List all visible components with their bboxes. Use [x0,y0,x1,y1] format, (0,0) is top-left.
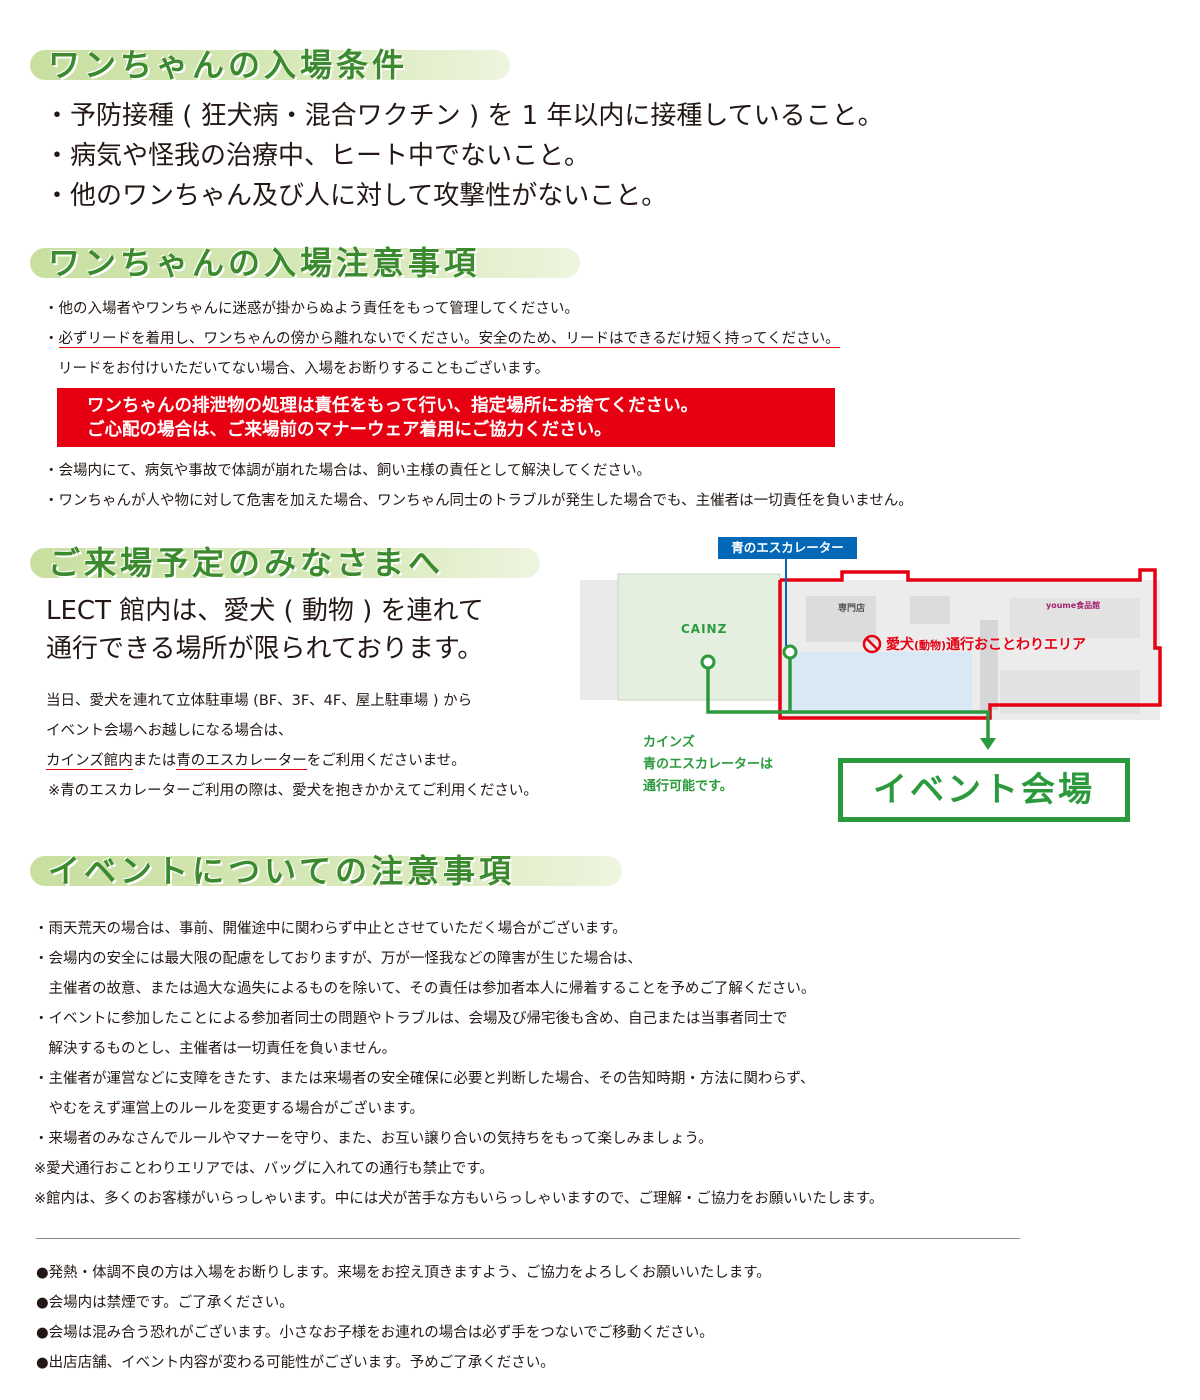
list-item: ・雨天荒天の場合は、事前、開催途中に関わらず中止とさせていただく場合がございます… [34,921,627,937]
specialty-store-label: 専門店 [838,604,866,614]
blue-escalator-tag: 青のエスカレーター [718,537,857,559]
cainz-route-underlined: カインズ館内 [46,753,133,770]
list-item-continuation: リードをお付けいただいてない場合、入場をお断りすることもございます。 [58,361,550,377]
list-item: ・予防接種 ( 狂犬病・混合ワクチン ) を 1 年以内に接種していること。 [44,101,884,131]
heading-text: ワンちゃんの入場条件 [48,46,409,84]
route-note-line: カインズ [643,735,695,750]
list-item: ●出店店舗、イベント内容が変わる可能性がございます。予めご了承ください。 [36,1355,555,1371]
no-dog-area-outline [778,568,1162,720]
section-heading-entry-conditions: ワンちゃんの入場条件 [30,40,510,88]
map-store-box [1000,670,1140,714]
entry-notes-list: ・他の入場者やワンちゃんに迷惑が掛からぬよう責任をもって管理してください。 ・必… [44,294,840,384]
event-venue-box: イベント会場 [838,758,1130,822]
heading-background [30,548,540,578]
entry-conditions-list: ・予防接種 ( 狂犬病・混合ワクチン ) を 1 年以内に接種していること。 ・… [44,96,884,216]
lead-line: 通行できる場所が限られております。 [46,634,484,664]
list-item: ・他のワンちゃん及び人に対して攻撃性がないこと。 [44,181,668,211]
divider [36,1238,1020,1239]
section-heading-visitors: ご来場予定のみなさまへ [30,538,540,586]
route-note-line: 青のエスカレーターは [643,757,774,772]
map-building-left [580,580,618,700]
escalator-route-underlined: 青のエスカレーター [176,753,307,770]
list-item: 解決するものとし、主催者は一切責任を負いません。 [34,1041,397,1057]
heading-background [30,856,622,886]
heading-text: ご来場予定のみなさまへ [48,544,445,582]
route-note: カインズ 青のエスカレーターは 通行可能です。 [643,732,773,798]
body-text: をご利用くださいませ。 [306,753,466,769]
map-store-box [980,620,998,710]
section-heading-entry-notes: ワンちゃんの入場注意事項 [30,238,580,286]
body-line: 当日、愛犬を連れて立体駐車場 (BF、3F、4F、屋上駐車場 ) から [46,693,473,709]
visitors-body: 当日、愛犬を連れて立体駐車場 (BF、3F、4F、屋上駐車場 ) から イベント… [46,686,538,806]
green-route-escalator [788,652,990,740]
leash-rule-underlined: 必ずリードを着用し、ワンちゃんの傍から離れないでください。安全のため、リードはで… [58,331,840,348]
cainz-block [617,573,781,701]
connector-text: または [132,753,177,769]
waste-warning-box: ワンちゃんの排泄物の処理は責任をもって行い、指定場所にお捨てください。 ご心配の… [57,388,835,447]
list-item: ●発熱・体調不良の方は入場をお断りします。来場をお控え頂きますよう、ご協力をよろ… [36,1265,771,1281]
arrow-down-icon [980,738,996,750]
list-item: やむをえず運営上のルールを変更する場合がございます。 [34,1101,425,1117]
floor-map [580,558,1162,740]
list-item: ・来場者のみなさんでルールやマナーを守り、また、お互い譲り合いの気持ちをもって楽… [34,1131,713,1147]
map-store-box [910,596,950,624]
no-dog-area-text: 通行おことわりエリア [946,637,1087,653]
heading-background [30,248,580,278]
prohibited-icon-slash [865,637,879,651]
list-item: ・他の入場者やワンちゃんに迷惑が掛からぬよう責任をもって管理してください。 [44,301,579,317]
list-item: ・ワンちゃんが人や物に対して危害を加えた場合、ワンちゃん同士のトラブルが発生した… [44,493,913,509]
no-dog-area-text: 愛犬 [886,637,914,653]
route-note-line: 通行可能です。 [643,779,733,794]
cainz-entry-marker [700,654,716,670]
map-blue-zone [792,652,972,714]
no-dog-area-label: 愛犬(動物)通行おことわりエリア [886,634,1086,654]
list-item: ・会場内の安全には最大限の配慮をしておりますが、万が一怪我などの障害が生じた場合… [34,951,642,967]
heading-text: ワンちゃんの入場注意事項 [48,244,481,282]
list-item: ・会場内にて、病気や事故で体調が崩れた場合は、飼い主様の責任として解決してくださ… [44,463,651,479]
green-route-cainz [706,662,790,714]
list-item: ・主催者が運営などに支障をきたす、または来場者の安全確保に必要と判断した場合、そ… [34,1071,815,1087]
list-item: ※館内は、多くのお客様がいらっしゃいます。中には犬が苦手な方もいらっしゃいますの… [34,1191,884,1207]
no-dog-area-paren: (動物) [914,639,947,652]
list-item: ※愛犬通行おことわりエリアでは、バッグに入れての通行も禁止です。 [34,1161,494,1177]
list-item: ・病気や怪我の治療中、ヒート中でないこと。 [44,141,591,171]
escalator-entry-marker [782,644,798,660]
entry-notes-list-2: ・会場内にて、病気や事故で体調が崩れた場合は、飼い主様の責任として解決してくださ… [44,456,913,516]
list-item: ・必ずリードを着用し、ワンちゃんの傍から離れないでください。安全のため、リードは… [44,324,840,354]
youme-logo: youme食品館 [1046,601,1101,610]
list-item: ・イベントに参加したことによる参加者同士の問題やトラブルは、会場及び帰宅後も含め… [34,1011,788,1027]
body-line: イベント会場へお越しになる場合は、 [46,723,293,739]
body-line: ※青のエスカレーターご利用の際は、愛犬を抱きかかえてご利用ください。 [48,783,538,799]
heading-background [30,50,510,80]
event-notes-list: ・雨天荒天の場合は、事前、開催途中に関わらず中止とさせていただく場合がございます… [34,914,883,1214]
list-item: ●会場は混み合う恐れがございます。小さなお子様をお連れの場合は必ず手をつないでご… [36,1325,714,1341]
map-store-box [806,596,876,642]
warning-line: ワンちゃんの排泄物の処理は責任をもって行い、指定場所にお捨てください。 [87,396,699,416]
lead-line: LECT 館内は、愛犬 ( 動物 ) を連れて [46,596,484,626]
general-notes-list: ●発熱・体調不良の方は入場をお断りします。来場をお控え頂きますよう、ご協力をよろ… [36,1258,771,1378]
section-heading-event-notes: イベントについての注意事項 [30,846,622,894]
warning-line: ご心配の場合は、ご来場前のマナーウェア着用にご協力ください。 [87,420,612,440]
prohibited-icon [862,634,882,654]
map-store-box [1010,598,1140,638]
list-item: ●会場内は禁煙です。ご了承ください。 [36,1295,294,1311]
visitors-lead: LECT 館内は、愛犬 ( 動物 ) を連れて 通行できる場所が限られております… [46,592,484,668]
list-item: 主催者の故意、または過大な過失によるものを除いて、その責任は参加者本人に帰着する… [34,981,816,997]
bullet: ・ [44,331,59,347]
cainz-logo: CAINZ [681,622,728,636]
body-line: カインズ館内または青のエスカレーターをご利用くださいませ。 [46,746,538,776]
heading-text: イベントについての注意事項 [48,852,516,890]
